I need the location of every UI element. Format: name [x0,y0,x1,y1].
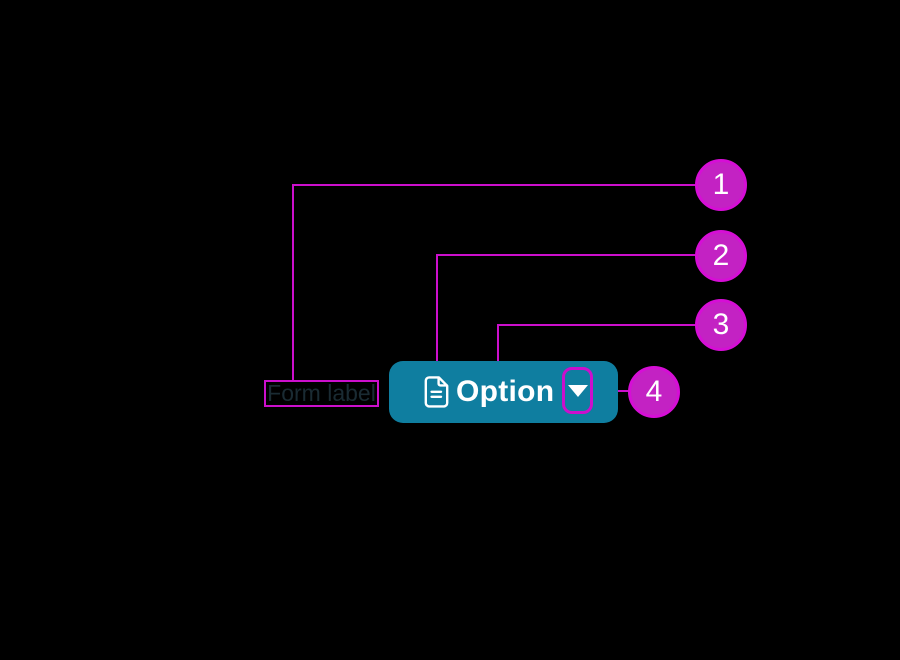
callout-1-line-vertical [292,184,294,381]
callout-badge-4: 4 [628,366,680,418]
callout-badge-3: 3 [695,299,747,351]
callout-3-line-vertical [497,324,499,373]
callout-number-1: 1 [712,168,730,201]
callout-badge-2: 2 [695,230,747,282]
callout-1-line-horizontal [292,184,697,186]
form-label-highlight-box: Form label [264,380,379,407]
document-icon [424,376,449,408]
callout-3-line-horizontal [497,324,697,326]
callout-number-2: 2 [712,239,730,272]
option-dropdown-button[interactable]: Option [389,361,618,423]
form-label: Form label [267,380,376,406]
callout-number-3: 3 [712,308,730,341]
callout-2-line-vertical [436,254,438,369]
callout-number-4: 4 [645,375,663,408]
callout-badge-1: 1 [695,159,747,211]
dropdown-arrow-highlight-box [562,367,593,414]
button-label: Option [456,375,555,408]
callout-2-line-horizontal [436,254,697,256]
dropdown-arrow-icon[interactable] [567,384,588,397]
